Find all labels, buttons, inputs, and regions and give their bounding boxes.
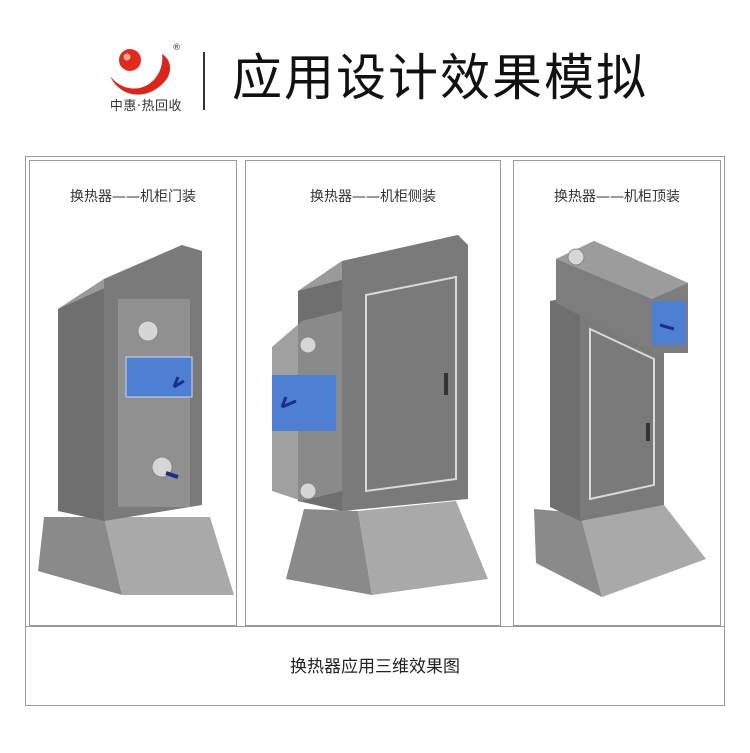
panel-label-door-mount: 换热器——机柜门装	[70, 189, 196, 205]
outer-border	[25, 156, 725, 706]
panel-label-top-mount: 换热器——机柜顶装	[554, 189, 680, 205]
panel-door-mount: 换热器——机柜门装	[29, 160, 237, 626]
header: ® 中惠·热回收 应用设计效果模拟	[0, 0, 750, 150]
panel-side-mount: 换热器——机柜侧装	[245, 160, 501, 626]
door-mount-cabinet-illustration	[38, 245, 234, 595]
brand-name: 中惠·热回收	[109, 99, 183, 114]
page-title: 应用设计效果模拟	[232, 49, 648, 107]
side-mount-cabinet-illustration	[272, 235, 488, 595]
registered-mark: ®	[172, 43, 181, 53]
caption-separator	[25, 626, 725, 627]
figure-caption: 换热器应用三维效果图	[290, 657, 460, 677]
panel-top-mount: 换热器——机柜顶装	[513, 160, 721, 626]
panel-label-side-mount: 换热器——机柜侧装	[310, 189, 436, 205]
figure-frame: 换热器——机柜门装 换热器——机柜侧装	[25, 156, 725, 706]
brand-logo-icon: ®	[110, 43, 181, 95]
header-divider	[203, 52, 205, 110]
top-mount-cabinet-illustration	[534, 241, 706, 597]
